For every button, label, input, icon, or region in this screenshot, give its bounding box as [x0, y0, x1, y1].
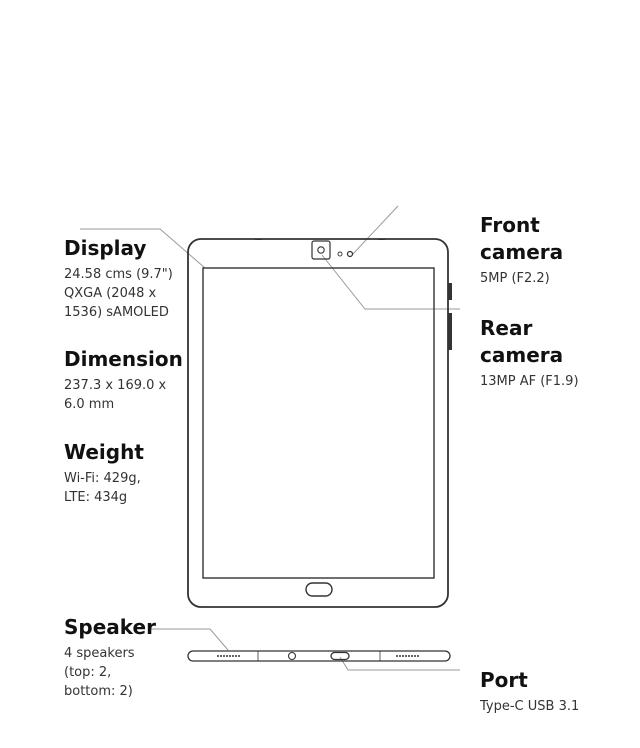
- port-detail: Type-C USB 3.1: [480, 699, 580, 714]
- tablet-body: [187, 238, 449, 608]
- front-camera-lens-icon: [317, 246, 325, 254]
- weight-title: Weight: [64, 440, 144, 464]
- rear-camera-leader-line: [321, 254, 460, 310]
- port-title: Port: [480, 668, 528, 692]
- proximity-sensor-icon: [346, 250, 354, 258]
- display-size: 24.58 cms (9.7"): [64, 267, 173, 282]
- tablet-bottom-view: [187, 650, 451, 662]
- volume-key-icon: [448, 313, 452, 350]
- speaker-grille-right-icon: [396, 655, 419, 657]
- speaker-line-1: 4 speakers: [64, 646, 135, 661]
- tablet-front-view: [187, 238, 449, 608]
- front-camera-icon: [311, 240, 331, 260]
- front-camera-title-line-1: Front: [480, 213, 540, 237]
- headphone-jack-icon: [287, 651, 297, 661]
- display-title: Display: [64, 236, 147, 260]
- usb-c-port-icon: [330, 651, 350, 661]
- weight-wifi: Wi-Fi: 429g,: [64, 471, 141, 486]
- front-camera-detail: 5MP (F2.2): [480, 271, 550, 286]
- power-key-icon: [448, 283, 452, 300]
- rear-camera-spec: Rear camera 13MP AF (F1.9): [480, 315, 579, 391]
- port-spec: Port Type-C USB 3.1: [480, 667, 579, 716]
- rear-camera-title-line-2: camera: [480, 343, 564, 367]
- port-leader-line: [339, 656, 460, 671]
- dimension-line-1: 237.3 x 169.0 x: [64, 378, 167, 393]
- speaker-grille-left-icon: [217, 655, 240, 657]
- display-spec: Display 24.58 cms (9.7") QXGA (2048 x 15…: [64, 235, 173, 322]
- rear-camera-detail: 13MP AF (F1.9): [480, 374, 579, 389]
- light-sensor-icon: [337, 251, 343, 257]
- front-camera-leader-line: [351, 205, 399, 256]
- speaker-line-3: bottom: 2): [64, 684, 133, 699]
- dimension-line-2: 6.0 mm: [64, 397, 115, 412]
- weight-spec: Weight Wi-Fi: 429g, LTE: 434g: [64, 439, 144, 507]
- display-leader-line: [80, 228, 206, 269]
- display-resolution-cont: 1536) sAMOLED: [64, 305, 169, 320]
- tablet-bottom-edge: [187, 650, 451, 662]
- weight-detail: Wi-Fi: 429g, LTE: 434g: [64, 469, 144, 507]
- speaker-spec: Speaker 4 speakers (top: 2, bottom: 2): [64, 614, 156, 701]
- rear-camera-title-line-1: Rear: [480, 316, 533, 340]
- front-camera-title: Front camera: [480, 212, 563, 266]
- dimension-detail: 237.3 x 169.0 x 6.0 mm: [64, 376, 183, 414]
- speaker-title: Speaker: [64, 615, 156, 639]
- dimension-title: Dimension: [64, 347, 183, 371]
- display-detail: 24.58 cms (9.7") QXGA (2048 x 1536) sAMO…: [64, 265, 173, 322]
- home-button-icon: [305, 582, 333, 597]
- dimension-spec: Dimension 237.3 x 169.0 x 6.0 mm: [64, 346, 183, 414]
- speaker-leader-line: [150, 628, 229, 651]
- rear-camera-title: Rear camera: [480, 315, 579, 369]
- speaker-detail: 4 speakers (top: 2, bottom: 2): [64, 644, 156, 701]
- weight-lte: LTE: 434g: [64, 490, 128, 505]
- display-resolution: QXGA (2048 x: [64, 286, 157, 301]
- tablet-screen: [202, 267, 435, 579]
- speaker-line-2: (top: 2,: [64, 665, 112, 680]
- front-camera-spec: Front camera 5MP (F2.2): [480, 212, 563, 288]
- front-camera-title-line-2: camera: [480, 240, 564, 264]
